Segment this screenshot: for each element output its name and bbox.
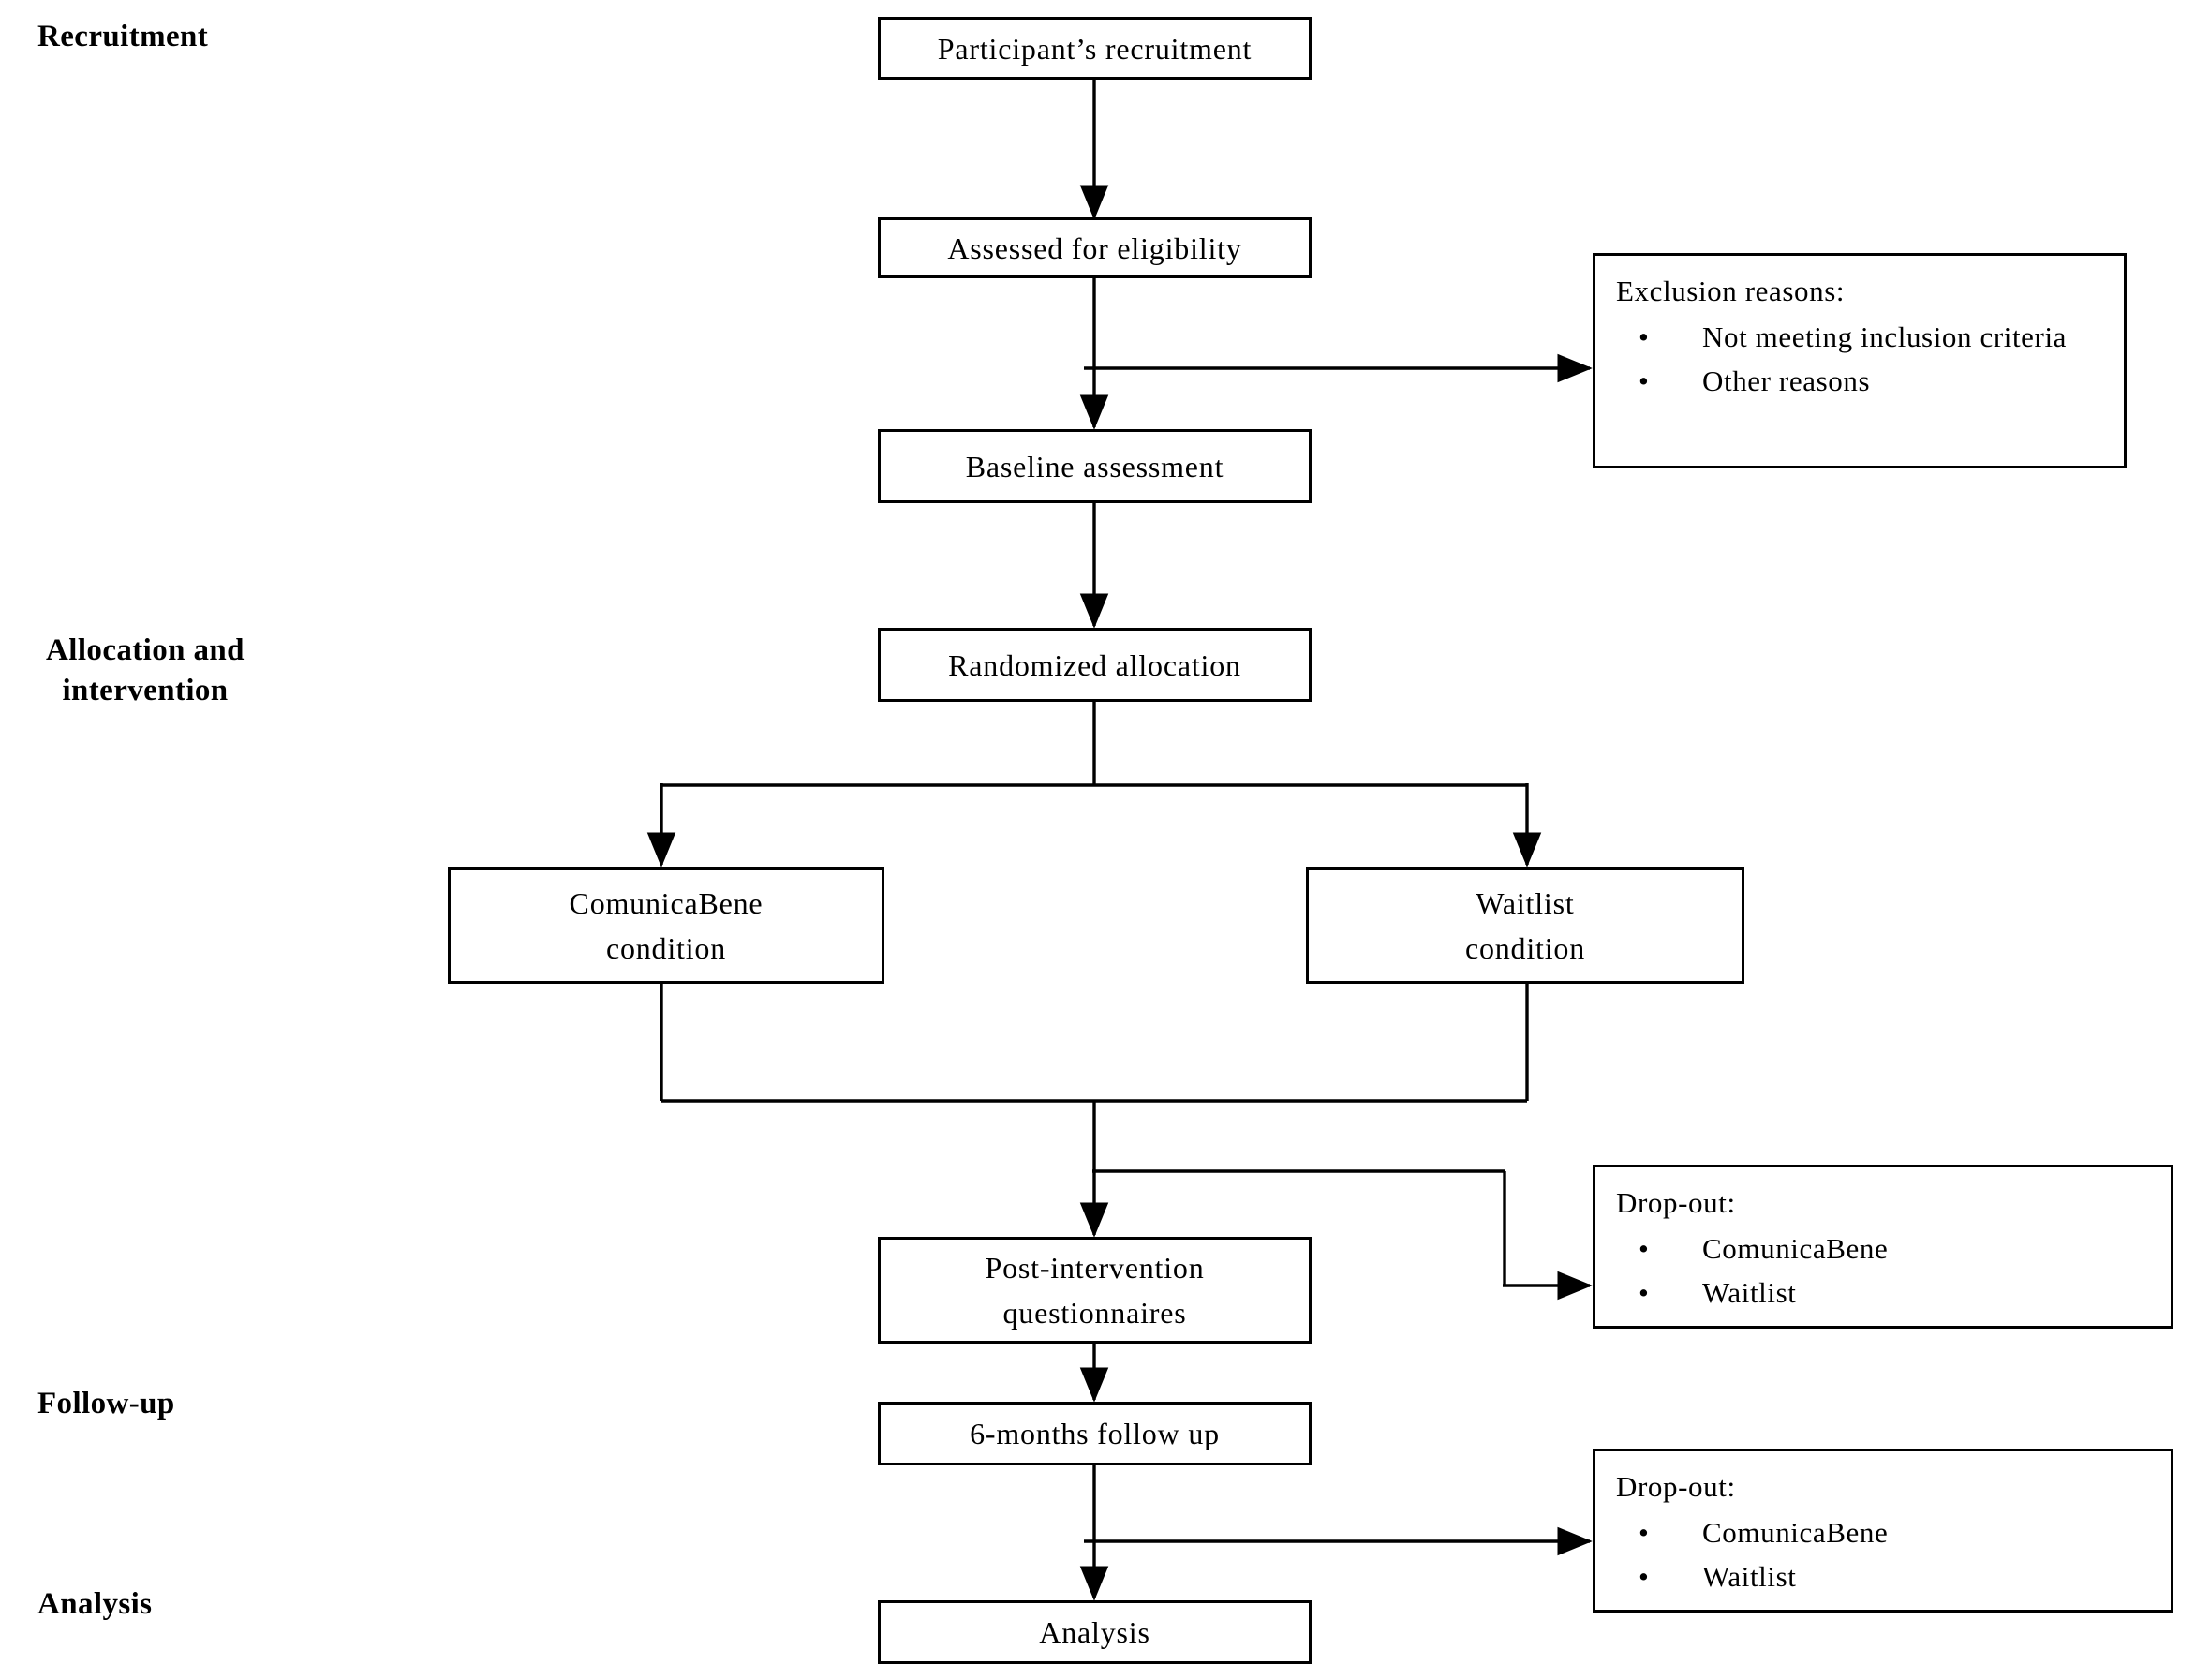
node-analysis[interactable]: Analysis [878, 1600, 1312, 1664]
node-waitlist-condition-label: Waitlist condition [1464, 885, 1586, 965]
side-box-drop-out-follow-up[interactable]: Drop-out: • ComunicaBene • Waitlist [1593, 1449, 2173, 1613]
bullet-icon: • [1639, 1232, 1650, 1265]
drop-out-post-intervention-title: Drop-out: [1616, 1186, 1736, 1219]
exclusion-reasons-list: • Not meeting inclusion criteria • Other… [1616, 315, 2107, 403]
list-item: • Waitlist [1616, 1271, 2154, 1315]
drop-out-group-text: ComunicaBene [1702, 1232, 1889, 1265]
stage-label-allocation: Allocation and intervention [46, 633, 245, 707]
drop-out-group-text: ComunicaBene [1702, 1516, 1889, 1549]
drop-out-follow-up-title: Drop-out: [1616, 1470, 1736, 1503]
bullet-icon: • [1639, 1516, 1650, 1549]
node-six-months-follow-up-label: 6-months follow up [970, 1417, 1220, 1450]
bullet-icon: • [1639, 364, 1650, 397]
bullet-icon: • [1639, 1560, 1650, 1593]
stage-label-recruitment: Recruitment [37, 20, 209, 53]
list-item: • ComunicaBene [1616, 1510, 2154, 1554]
node-randomized-allocation[interactable]: Randomized allocation [878, 628, 1312, 702]
node-baseline-assessment[interactable]: Baseline assessment [878, 429, 1312, 503]
node-post-intervention-questionnaires[interactable]: Post-intervention questionnaires [878, 1237, 1312, 1344]
node-baseline-assessment-label: Baseline assessment [965, 449, 1224, 483]
node-waitlist-condition[interactable]: Waitlist condition [1306, 867, 1744, 984]
bullet-icon: • [1639, 320, 1650, 353]
node-randomized-allocation-label: Randomized allocation [948, 647, 1241, 682]
node-comunicabene-condition[interactable]: ComunicaBene condition [448, 867, 884, 984]
node-post-intervention-questionnaires-label: Post-intervention questionnaires [985, 1251, 1205, 1330]
drop-out-follow-up-list: • ComunicaBene • Waitlist [1616, 1510, 2154, 1598]
node-assessed-for-eligibility-label: Assessed for eligibility [947, 230, 1242, 265]
list-item: • Not meeting inclusion criteria [1616, 315, 2107, 359]
side-box-exclusion-reasons[interactable]: Exclusion reasons: • Not meeting inclusi… [1593, 253, 2127, 468]
side-box-drop-out-post-intervention[interactable]: Drop-out: • ComunicaBene • Waitlist [1593, 1165, 2173, 1329]
node-six-months-follow-up[interactable]: 6-months follow up [878, 1402, 1312, 1465]
node-analysis-label: Analysis [1039, 1615, 1150, 1649]
node-participants-recruitment[interactable]: Participant’s recruitment [878, 17, 1312, 80]
bullet-icon: • [1639, 1276, 1650, 1309]
node-comunicabene-condition-label: ComunicaBene condition [569, 885, 764, 965]
stage-label-analysis: Analysis [37, 1587, 153, 1621]
exclusion-reason-text: Other reasons [1702, 364, 1871, 397]
list-item: • ComunicaBene [1616, 1227, 2154, 1271]
exclusion-reasons-title: Exclusion reasons: [1616, 275, 1846, 307]
exclusion-reason-text: Not meeting inclusion criteria [1702, 320, 2068, 353]
drop-out-group-text: Waitlist [1702, 1560, 1797, 1593]
stage-label-follow-up: Follow-up [37, 1387, 175, 1420]
drop-out-post-intervention-list: • ComunicaBene • Waitlist [1616, 1227, 2154, 1315]
list-item: • Other reasons [1616, 359, 2107, 403]
drop-out-group-text: Waitlist [1702, 1276, 1797, 1309]
node-participants-recruitment-label: Participant’s recruitment [937, 31, 1253, 66]
list-item: • Waitlist [1616, 1554, 2154, 1598]
node-assessed-for-eligibility[interactable]: Assessed for eligibility [878, 217, 1312, 278]
